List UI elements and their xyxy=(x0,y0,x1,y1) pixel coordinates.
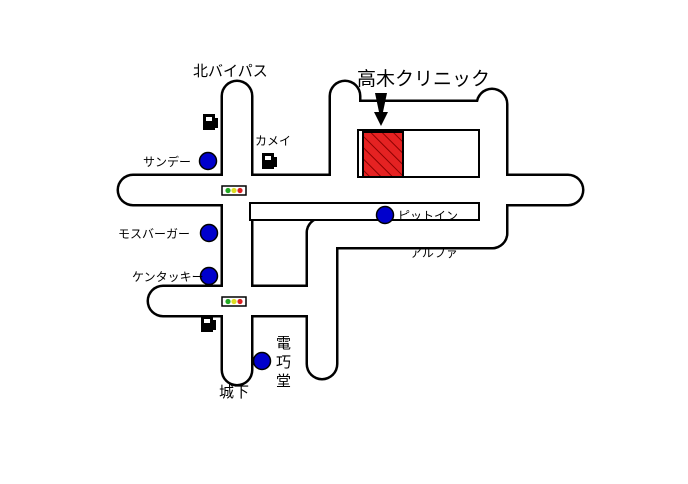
kentucky-label: ケンタッキー xyxy=(132,270,204,284)
gas-pump-icon xyxy=(262,153,277,169)
denkodo-label-1: 電 xyxy=(276,334,291,352)
pit-in-label: ピットイン xyxy=(398,209,458,223)
pit-in-dot-icon xyxy=(375,205,395,225)
gas-pump-icon xyxy=(201,316,216,332)
traffic-light-icon xyxy=(221,185,247,196)
mos-burger-dot-icon xyxy=(199,223,219,243)
denkodo-dot-icon xyxy=(252,351,272,371)
city-block xyxy=(249,202,480,221)
clinic-building xyxy=(357,129,480,178)
clinic-label: 高木クリニック xyxy=(357,68,490,90)
denkodo-label-2: 巧 xyxy=(276,353,291,371)
sunday-label: サンデー xyxy=(143,154,191,169)
roads-fill xyxy=(119,82,582,384)
kamei-label: カメイ xyxy=(255,134,291,148)
alpha-label: アルファ xyxy=(410,246,458,260)
joka-label: 城下 xyxy=(219,383,249,401)
down-arrow-icon xyxy=(374,93,388,126)
denkodo-label-3: 堂 xyxy=(276,372,291,390)
kentucky-dot-icon xyxy=(199,266,219,286)
mos-burger-label: モスバーガー xyxy=(118,227,190,241)
sunday-dot-icon xyxy=(198,151,218,171)
gas-pump-icon xyxy=(203,114,218,130)
traffic-light-icon xyxy=(221,296,247,307)
north-bypass-label: 北バイパス xyxy=(193,62,268,80)
